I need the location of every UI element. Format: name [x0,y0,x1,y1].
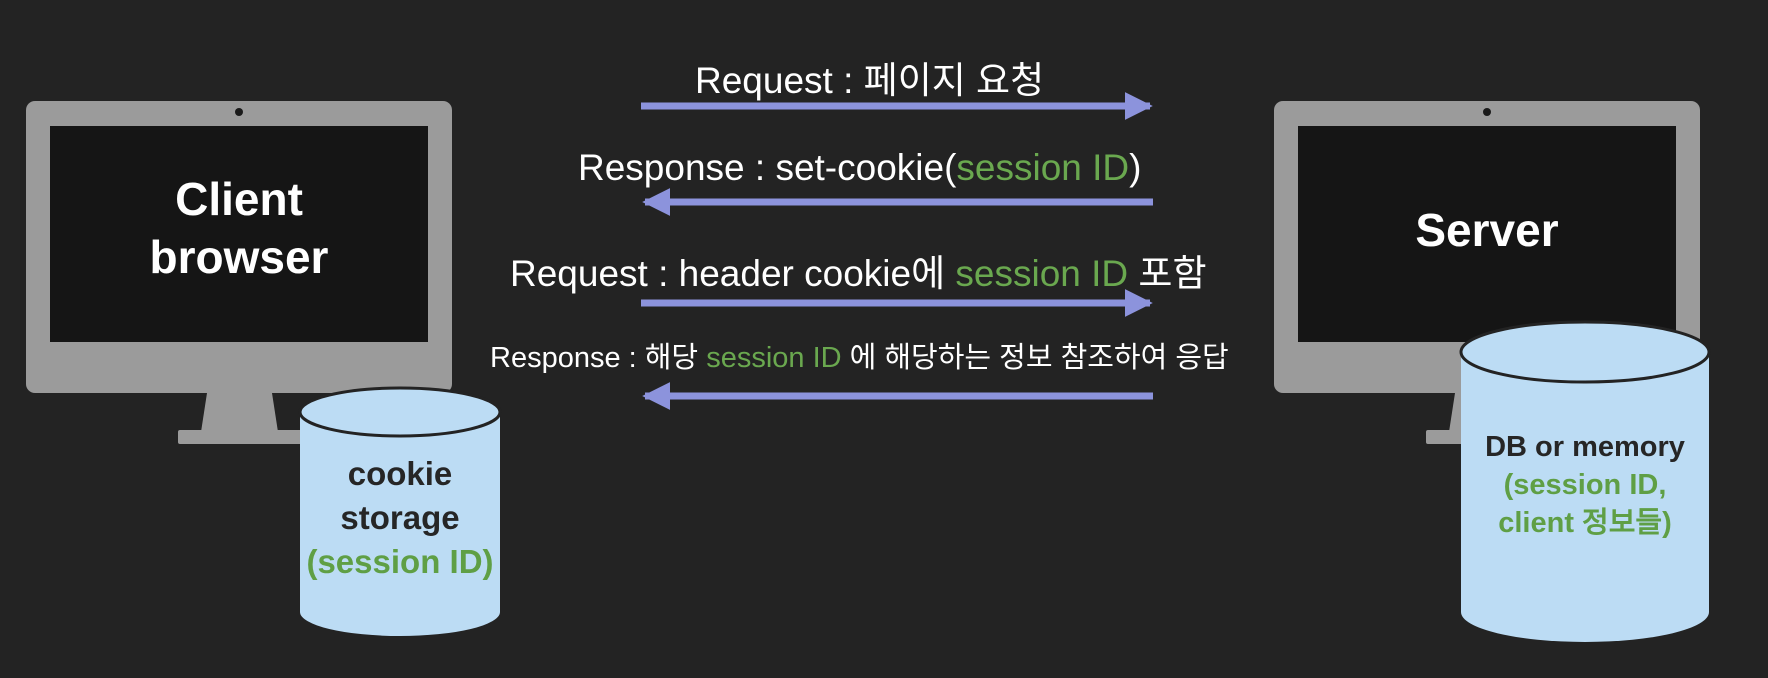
server-monitor [1274,101,1700,444]
server-storage-line2: (session ID, [1503,469,1667,501]
server-title: Server [1415,204,1559,256]
server-screen [1298,126,1676,342]
client-title: Client browser [130,170,348,286]
client-storage-line2: storage [340,499,460,536]
client-cylinder-top [298,386,502,438]
server-cylinder-body [1461,352,1709,642]
client-title-line1: Client [175,173,303,225]
client-title-line2: browser [149,231,329,283]
client-monitor-base [178,430,302,444]
message-label-3: Request : header cookie에 session ID 포함 [510,243,1207,297]
server-camera-dot [1483,108,1491,116]
client-monitor [26,101,452,444]
server-cylinder-top [1459,320,1711,384]
client-camera-dot [235,108,243,116]
client-storage-line3: (session ID) [306,543,494,580]
server-storage-label: DB or memory (session ID, client 정보들) [1445,428,1725,542]
message-2-prefix: Response : set-cookie( [578,147,957,188]
message-label-1: Request : 페이지 요청 [695,60,1045,101]
server-storage-line1: DB or memory [1485,431,1685,463]
client-storage-line1: cookie [347,455,453,492]
message-4-prefix: Response : 해당 [490,342,707,374]
client-storage-label: cookie storage (session ID) [290,452,510,584]
client-cylinder-body [300,412,500,636]
server-storage-line3: client 정보들) [1498,507,1672,539]
client-monitor-stand [201,393,278,432]
message-3-suffix: 포함 [1128,253,1207,294]
client-storage-cylinder [298,386,502,636]
message-label-4: Response : 해당 session ID 에 해당하는 정보 참조하여 … [490,334,1229,376]
message-4-suffix: 에 해당하는 정보 참조하여 응답 [841,342,1229,374]
message-2-highlight: session ID [956,147,1130,188]
message-3-highlight: session ID [955,253,1129,294]
server-storage-cylinder [1459,320,1711,642]
client-screen [50,126,428,342]
message-2-suffix: ) [1129,147,1142,188]
message-4-highlight: session ID [706,342,842,374]
message-3-prefix: Request : header cookie에 [510,253,956,294]
message-label-2: Response : set-cookie(session ID) [578,147,1141,189]
